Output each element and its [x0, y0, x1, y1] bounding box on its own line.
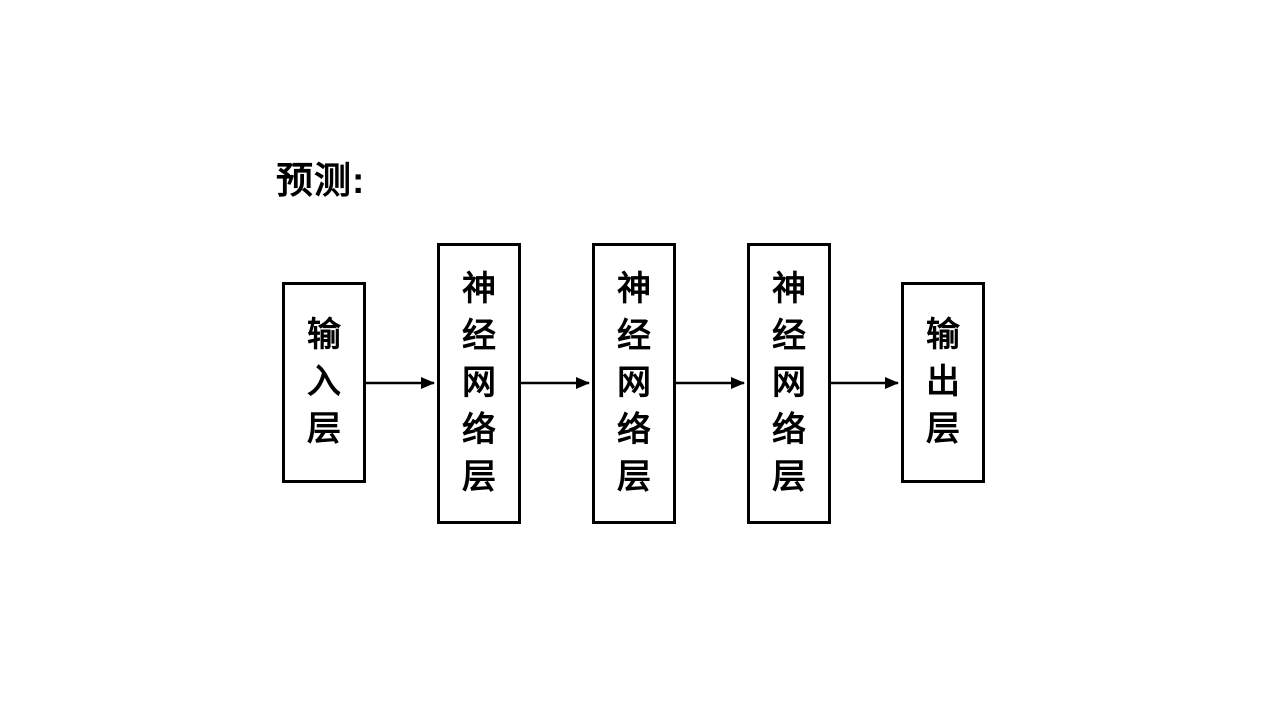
node-nn-layer-3: 神 经 网 络 层: [747, 243, 831, 524]
node-nn-layer-2: 神 经 网 络 层: [592, 243, 676, 524]
diagram-title: 预测:: [276, 160, 366, 201]
node-nn-layer-1: 神 经 网 络 层: [437, 243, 521, 524]
node-output-layer: 输 出 层: [901, 282, 985, 483]
node-input-layer: 输 入 层: [282, 282, 366, 483]
